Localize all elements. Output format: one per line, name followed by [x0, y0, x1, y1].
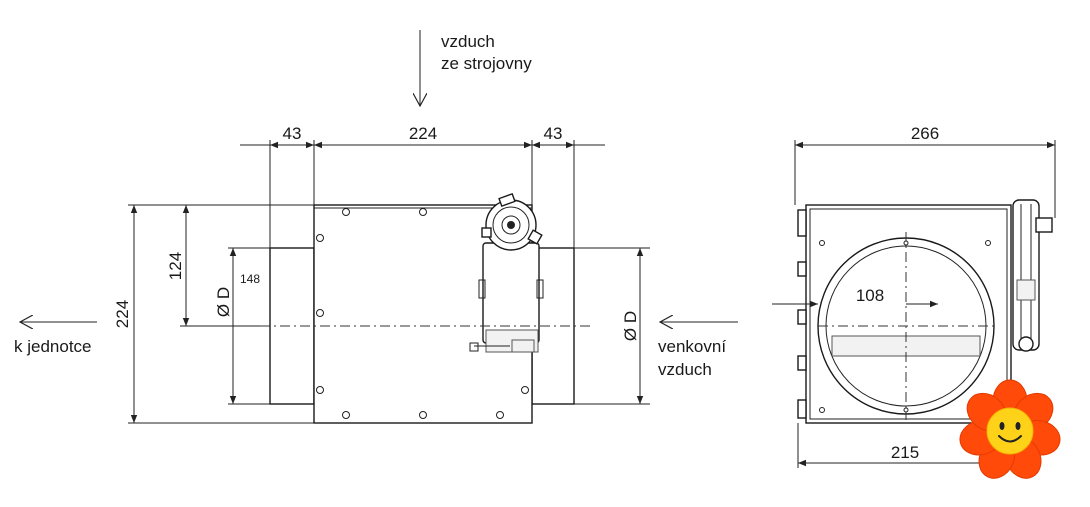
actuator — [469, 192, 544, 353]
label-air: vzduch — [441, 32, 495, 51]
label-outdoor: venkovní — [658, 337, 726, 356]
front-view: vzduch ze strojovny k jednotce venkovní … — [14, 30, 738, 424]
dim-left-collar: 43 — [283, 124, 302, 143]
dim-right-collar: 43 — [544, 124, 563, 143]
label-outdoor-air: vzduch — [658, 360, 712, 379]
side-actuator — [1012, 199, 1053, 352]
body-screws — [316, 208, 529, 419]
smiley-flower-icon — [959, 379, 1061, 479]
dim-side-width: 266 — [911, 124, 939, 143]
dim-body-width: 224 — [409, 124, 437, 143]
dim-diameter-right: Ø D — [621, 311, 640, 341]
dim-overall-height: 224 — [113, 300, 132, 328]
label-to-unit: k jednotce — [14, 337, 92, 356]
side-screws — [819, 240, 991, 413]
side-view: 266 108 215 — [772, 124, 1056, 468]
dimension-lines — [130, 141, 644, 423]
dim-spigot-offset: 124 — [166, 252, 185, 280]
label-from-plant-room: ze strojovny — [441, 54, 532, 73]
dim-side-base: 215 — [891, 443, 919, 462]
dim-blade-radius: 108 — [856, 286, 884, 305]
dim-diameter-left: Ø D — [214, 287, 233, 317]
dim-spigot-height: 148 — [240, 272, 260, 286]
